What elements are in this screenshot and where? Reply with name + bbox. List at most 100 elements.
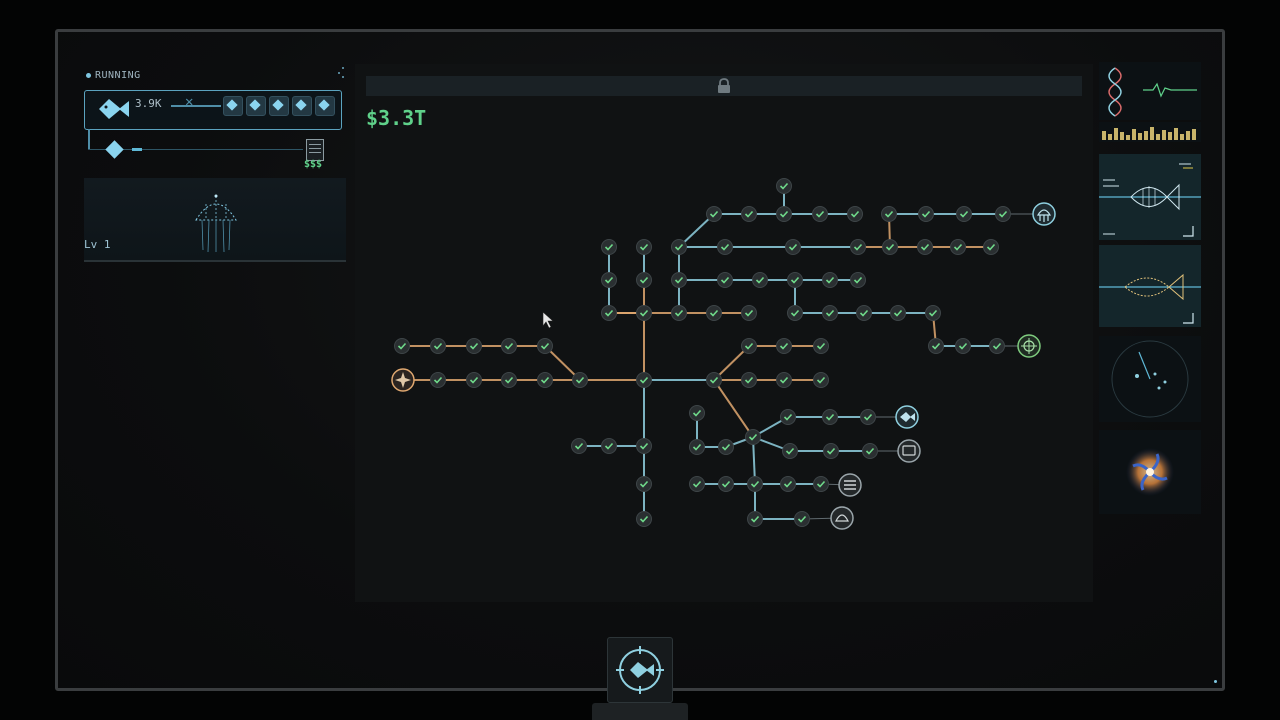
skill-node[interactable] (636, 372, 652, 388)
skill-node[interactable] (394, 338, 410, 354)
skill-node[interactable] (501, 372, 517, 388)
skill-node[interactable] (956, 206, 972, 222)
skill-node[interactable] (862, 443, 878, 459)
skill-node[interactable] (794, 511, 810, 527)
cash-register-icon[interactable] (306, 139, 324, 161)
skill-node[interactable] (776, 372, 792, 388)
menu-icon[interactable] (838, 473, 862, 497)
fish-target-button[interactable] (607, 637, 673, 703)
skill-node[interactable] (950, 239, 966, 255)
skill-node[interactable] (671, 239, 687, 255)
skill-node[interactable] (812, 206, 828, 222)
skill-node[interactable] (747, 511, 763, 527)
skill-node[interactable] (780, 409, 796, 425)
skill-node[interactable] (745, 429, 761, 445)
skill-node[interactable] (989, 338, 1005, 354)
skill-node[interactable] (601, 438, 617, 454)
skill-node[interactable] (983, 239, 999, 255)
skill-node[interactable] (689, 439, 705, 455)
fish-icon[interactable] (895, 405, 919, 429)
skill-node[interactable] (601, 239, 617, 255)
skill-node[interactable] (785, 239, 801, 255)
skill-node[interactable] (917, 239, 933, 255)
skill-node[interactable] (741, 305, 757, 321)
skill-node[interactable] (636, 272, 652, 288)
skill-node[interactable] (752, 272, 768, 288)
skill-node[interactable] (689, 476, 705, 492)
diamond-slot-3[interactable] (269, 96, 289, 116)
skill-node[interactable] (822, 409, 838, 425)
skill-node[interactable] (601, 305, 617, 321)
skill-node[interactable] (717, 239, 733, 255)
cash-progress: $$$ (88, 129, 328, 171)
skill-node[interactable] (501, 338, 517, 354)
check-icon (779, 210, 789, 218)
skill-node[interactable] (466, 372, 482, 388)
skill-node[interactable] (671, 305, 687, 321)
skill-node[interactable] (572, 372, 588, 388)
skill-node[interactable] (955, 338, 971, 354)
skill-node[interactable] (636, 511, 652, 527)
skill-node[interactable] (747, 476, 763, 492)
diamond-slot-1[interactable] (223, 96, 243, 116)
display-icon[interactable] (897, 439, 921, 463)
skill-node[interactable] (925, 305, 941, 321)
skill-node[interactable] (995, 206, 1011, 222)
skill-node[interactable] (928, 338, 944, 354)
lock-icon[interactable] (717, 78, 731, 94)
skill-node[interactable] (890, 305, 906, 321)
skill-node[interactable] (689, 405, 705, 421)
skill-node[interactable] (822, 305, 838, 321)
skill-node[interactable] (601, 272, 617, 288)
skill-node[interactable] (918, 206, 934, 222)
skill-node[interactable] (466, 338, 482, 354)
skill-node[interactable] (741, 206, 757, 222)
diamond-slot-2[interactable] (246, 96, 266, 116)
level-meter (1099, 122, 1201, 142)
skill-node[interactable] (537, 338, 553, 354)
skill-node[interactable] (782, 443, 798, 459)
skill-node[interactable] (860, 409, 876, 425)
skill-node[interactable] (882, 239, 898, 255)
skill-node[interactable] (847, 206, 863, 222)
skill-node[interactable] (741, 372, 757, 388)
skill-node[interactable] (718, 439, 734, 455)
jellyfish-icon[interactable] (1032, 202, 1056, 226)
skill-node[interactable] (780, 476, 796, 492)
skill-node[interactable] (787, 272, 803, 288)
skill-node[interactable] (856, 305, 872, 321)
skill-node[interactable] (717, 272, 733, 288)
skill-node[interactable] (430, 372, 446, 388)
skill-node[interactable] (636, 438, 652, 454)
skill-node[interactable] (787, 305, 803, 321)
panel-menu-icon[interactable] (337, 67, 345, 79)
skill-node[interactable] (706, 206, 722, 222)
compass-icon[interactable] (391, 368, 415, 392)
diamond-slot-4[interactable] (292, 96, 312, 116)
skill-node[interactable] (636, 476, 652, 492)
skill-node[interactable] (822, 272, 838, 288)
shell-icon[interactable] (830, 506, 854, 530)
skill-node[interactable] (537, 372, 553, 388)
skill-node[interactable] (813, 476, 829, 492)
skill-node[interactable] (636, 239, 652, 255)
skill-node[interactable] (430, 338, 446, 354)
skill-node[interactable] (881, 206, 897, 222)
skill-node[interactable] (823, 443, 839, 459)
skill-node[interactable] (850, 239, 866, 255)
target-icon[interactable] (1017, 334, 1041, 358)
diamond-slot-5[interactable] (315, 96, 335, 116)
skill-node[interactable] (706, 372, 722, 388)
skill-node[interactable] (718, 476, 734, 492)
skill-node[interactable] (636, 305, 652, 321)
skill-node[interactable] (776, 178, 792, 194)
skill-node[interactable] (741, 338, 757, 354)
skill-node[interactable] (671, 272, 687, 288)
skill-node[interactable] (850, 272, 866, 288)
skill-node[interactable] (706, 305, 722, 321)
skill-node[interactable] (813, 338, 829, 354)
skill-node[interactable] (776, 206, 792, 222)
skill-node[interactable] (571, 438, 587, 454)
skill-node[interactable] (776, 338, 792, 354)
skill-node[interactable] (813, 372, 829, 388)
